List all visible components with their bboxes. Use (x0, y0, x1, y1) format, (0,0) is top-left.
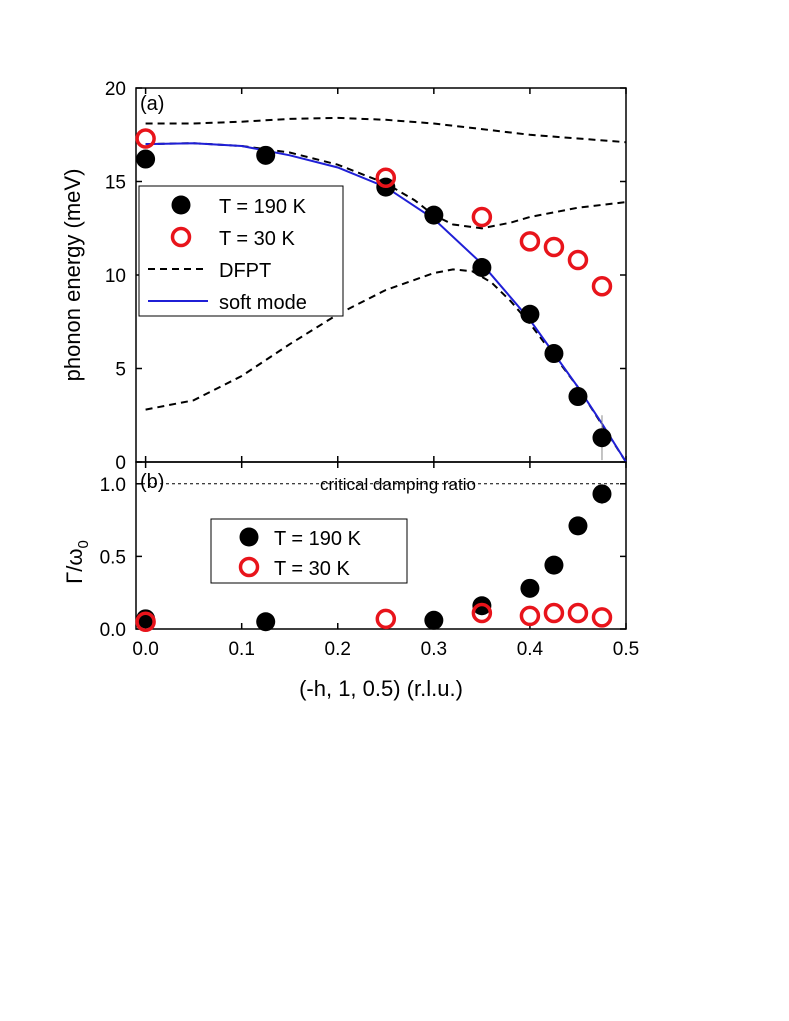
panel-b-x-tick-label: 0.0 (132, 639, 158, 660)
panel-b-x-tick-label: 0.4 (517, 639, 544, 660)
panel-b-y-tick-label: 1.0 (100, 475, 126, 496)
panel-a-ylabel: phonon energy (meV) (60, 169, 85, 382)
legend-a-190k-marker (171, 195, 191, 215)
panel-a-point-190k (544, 344, 564, 364)
panel-a-y-tick-label: 5 (115, 360, 126, 381)
panel-a-points (135, 128, 613, 448)
panel-a-point-190k (424, 205, 444, 225)
panel-a-legend: T = 190 K T = 30 K DFPT soft mode (138, 185, 344, 317)
legend-b-30k-marker (238, 556, 260, 578)
panel-b-point-30k (567, 602, 589, 624)
panel-b-axes: 0.0 0.1 0.2 0.3 0.4 0.5 0.0 0.5 1.0 (100, 462, 639, 660)
legend-b-190k-label: T = 190 K (274, 528, 362, 550)
panel-b-point-30k (591, 607, 613, 628)
panel-b-point-190k (544, 555, 564, 575)
panel-a-point-30k (375, 167, 397, 189)
panel-a-point-190k (520, 304, 540, 324)
legend-b-190k-marker (239, 527, 259, 547)
panel-b-x-tick-label: 0.3 (421, 639, 447, 660)
panel-b-point-30k (543, 602, 565, 624)
panel-b-point-190k (424, 610, 444, 630)
legend-b-30k-label: T = 30 K (274, 558, 350, 580)
panel-a-y-tick-label: 20 (105, 79, 126, 100)
panel-b-point-190k (520, 578, 540, 598)
panel-b-point-190k (592, 484, 612, 504)
panel-a-y-tick-label: 15 (105, 173, 126, 194)
panel-b-x-tick-label: 0.5 (613, 639, 639, 660)
dfpt-curve (145, 142, 627, 230)
critical-damping-label: critical damping ratio (320, 475, 476, 494)
panel-b-point-30k (471, 602, 493, 624)
panel-a-point-190k (568, 387, 588, 407)
panel-b-point-190k (256, 612, 276, 632)
panel-b-point-30k (375, 608, 397, 630)
panel-a-label: (a) (140, 93, 164, 115)
panel-a-point-30k (471, 206, 493, 228)
panel-a-y-tick-label: 0 (115, 453, 126, 474)
panel-a-point-190k (592, 428, 612, 448)
panel-b-legend: T = 190 K T = 30 K (210, 518, 408, 584)
panel-b-y-tick-label: 0.0 (100, 620, 126, 641)
panel-a-point-30k (567, 249, 589, 271)
panel-b-point-30k (519, 605, 541, 627)
panel-a: 0 5 10 15 20 (a) phonon energy (meV) T = 190… (60, 79, 627, 474)
panel-b-label: (b) (140, 471, 164, 493)
legend-a-dfpt-label: DFPT (219, 260, 271, 282)
panel-a-point-30k (135, 128, 156, 149)
panel-b: 0.0 0.1 0.2 0.3 0.4 0.5 0.0 0.5 1.0 critical dam… (62, 461, 639, 701)
panel-b-y-tick-label: 0.5 (100, 547, 126, 568)
panel-b-x-tick-label: 0.1 (228, 639, 254, 660)
legend-a-30k-label: T = 30 K (219, 228, 295, 250)
panel-a-point-190k (472, 258, 492, 278)
panel-a-axes: 0 5 10 15 20 (105, 79, 627, 474)
panel-a-point-30k (543, 236, 565, 258)
panel-a-point-30k (519, 231, 541, 252)
legend-a-190k-label: T = 190 K (219, 196, 307, 218)
panel-b-frame (135, 461, 627, 630)
panel-b-x-tick-label: 0.2 (325, 639, 351, 660)
panel-a-point-190k (256, 145, 276, 165)
panel-b-point-190k (568, 516, 588, 536)
panel-a-point-190k (136, 149, 156, 169)
panel-a-point-30k (591, 275, 613, 297)
dfpt-curve (145, 116, 627, 144)
panel-b-points (135, 483, 613, 632)
panel-b-point-30k (135, 611, 156, 632)
panel-a-y-tick-label: 10 (105, 266, 126, 287)
legend-a-softmode-label: soft mode (219, 292, 307, 314)
panel-b-ylabel: Γ/ω0 (62, 540, 92, 584)
legend-a-30k-marker (170, 226, 192, 248)
panel-b-xlabel: (-h, 1, 0.5) (r.l.u.) (299, 676, 463, 701)
